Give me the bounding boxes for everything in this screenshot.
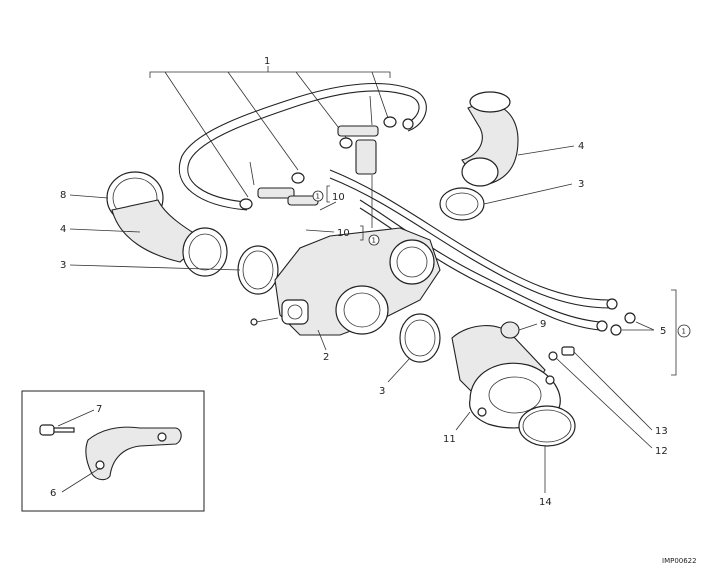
circled-references: 1 1 1 bbox=[312, 190, 691, 338]
label-part-3-lower: 3 bbox=[379, 386, 385, 397]
upper-right-intake bbox=[439, 91, 519, 221]
part-labels: 1 8 4 3 4 3 2 3 5 9 11 13 12 14 7 6 10 1… bbox=[50, 56, 668, 508]
circled-ref-1-right: 1 bbox=[682, 328, 686, 336]
left-intake-assembly bbox=[106, 171, 279, 295]
label-part-14: 14 bbox=[539, 497, 552, 508]
small-hardware bbox=[500, 312, 636, 361]
label-part-6: 6 bbox=[50, 488, 56, 499]
label-part-10-upper: 10 bbox=[332, 192, 345, 203]
label-part-3-upper: 3 bbox=[578, 179, 584, 190]
throttle-body bbox=[250, 227, 441, 336]
label-part-9: 9 bbox=[540, 319, 546, 330]
label-part-4-left: 4 bbox=[60, 224, 66, 235]
vacuum-hose-right bbox=[329, 169, 618, 332]
o-ring bbox=[518, 405, 576, 447]
label-part-1: 1 bbox=[264, 56, 270, 67]
hose-fittings bbox=[239, 95, 414, 228]
label-part-5: 5 bbox=[660, 326, 666, 337]
label-part-7: 7 bbox=[96, 404, 102, 415]
drawing-code: IMP00622 bbox=[662, 557, 697, 565]
label-part-2: 2 bbox=[323, 352, 329, 363]
label-part-3-left: 3 bbox=[60, 260, 66, 271]
bracket-group-10 bbox=[326, 185, 364, 241]
label-part-13: 13 bbox=[655, 426, 668, 437]
vacuum-hose-top bbox=[178, 82, 427, 211]
bracket-group-1 bbox=[149, 66, 391, 198]
circled-ref-1-upper: 1 bbox=[316, 193, 320, 201]
bracket-group-5 bbox=[671, 289, 677, 376]
label-part-4-right: 4 bbox=[578, 141, 584, 152]
label-part-10-lower: 10 bbox=[337, 228, 350, 239]
label-part-12: 12 bbox=[655, 446, 668, 457]
lower-clamp bbox=[399, 313, 441, 363]
circled-ref-1-lower: 1 bbox=[372, 237, 376, 245]
leader-lines bbox=[57, 145, 655, 493]
label-part-8: 8 bbox=[60, 190, 66, 201]
inset-detail-box bbox=[21, 390, 205, 512]
label-part-11: 11 bbox=[443, 434, 456, 445]
